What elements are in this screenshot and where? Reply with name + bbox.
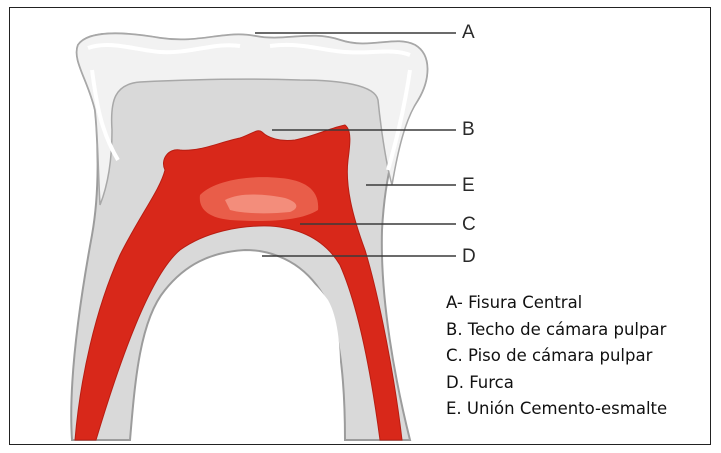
legend-item-c: C. Piso de cámara pulpar [446, 343, 667, 370]
legend-item-a: A- Fisura Central [446, 290, 667, 317]
legend-item-b: B. Techo de cámara pulpar [446, 317, 667, 344]
callout-d: D [462, 246, 476, 268]
callout-c: C [462, 214, 476, 236]
callout-b: B [462, 119, 475, 141]
callout-e: E [462, 175, 475, 197]
legend: A- Fisura Central B. Techo de cámara pul… [446, 290, 667, 423]
callout-a: A [462, 22, 475, 44]
legend-item-e: E. Unión Cemento-esmalte [446, 396, 667, 423]
legend-item-d: D. Furca [446, 370, 667, 397]
